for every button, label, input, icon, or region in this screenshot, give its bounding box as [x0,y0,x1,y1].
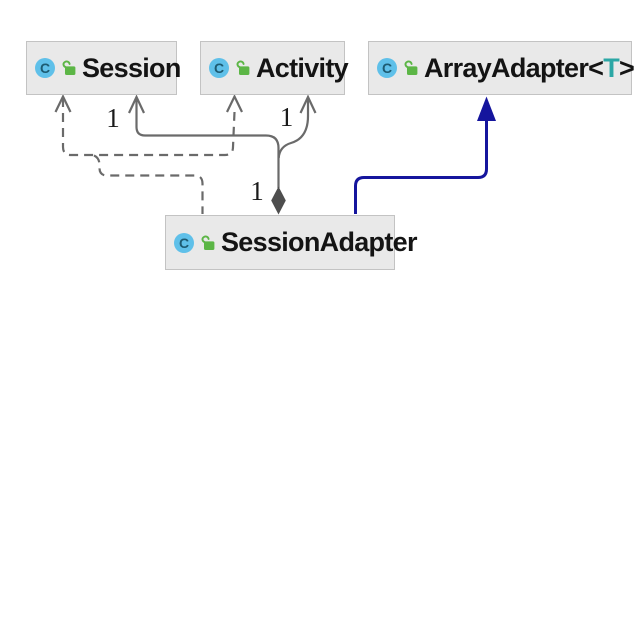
class-node-session[interactable]: C Session [26,41,181,95]
class-name-base: ArrayAdapter< [424,52,604,83]
class-node-activity[interactable]: C Activity [200,41,349,95]
aggregation-edge-session[interactable] [135,98,280,188]
multiplicity-label-aggregation-source: 1 [250,176,264,206]
inheritance-edge-group[interactable] [354,96,497,215]
dependency-edge-trunk[interactable] [93,154,204,215]
unlocked-icon [236,60,250,75]
class-name-label: Session [82,52,181,83]
unlocked-icon [62,60,76,75]
open-arrowhead-icon [54,93,72,113]
aggregation-diamond-icon [271,186,286,215]
unlocked-icon [404,60,418,75]
class-name-label: SessionAdapter [221,227,417,257]
class-name-close: > [619,52,635,83]
aggregation-edge-activity[interactable] [277,98,310,159]
class-icon: C [35,58,55,78]
class-icon: C [174,232,194,253]
class-icon: C [209,58,229,78]
class-name-label: Activity [256,52,349,83]
unlocked-icon [201,235,215,250]
dependency-edge-rail[interactable] [61,98,236,157]
class-type-param: T [603,52,620,83]
dependency-edge-group[interactable] [54,93,243,215]
multiplicity-label-session: 1 [106,103,120,133]
open-arrowhead-icon [128,94,145,114]
class-icon: C [377,58,397,78]
class-name-label: ArrayAdapter<T> [424,52,635,83]
multiplicity-label-activity: 1 [280,102,294,132]
inheritance-arrowhead-icon [477,96,496,121]
open-arrowhead-icon [226,93,243,113]
inheritance-edge[interactable] [354,121,488,214]
aggregation-edge-group[interactable] [128,94,317,215]
open-arrowhead-icon [299,94,317,114]
class-node-arrayadapter[interactable]: C ArrayAdapter<T> [368,41,635,95]
class-node-sessionadapter[interactable]: C SessionAdapter [165,215,417,270]
